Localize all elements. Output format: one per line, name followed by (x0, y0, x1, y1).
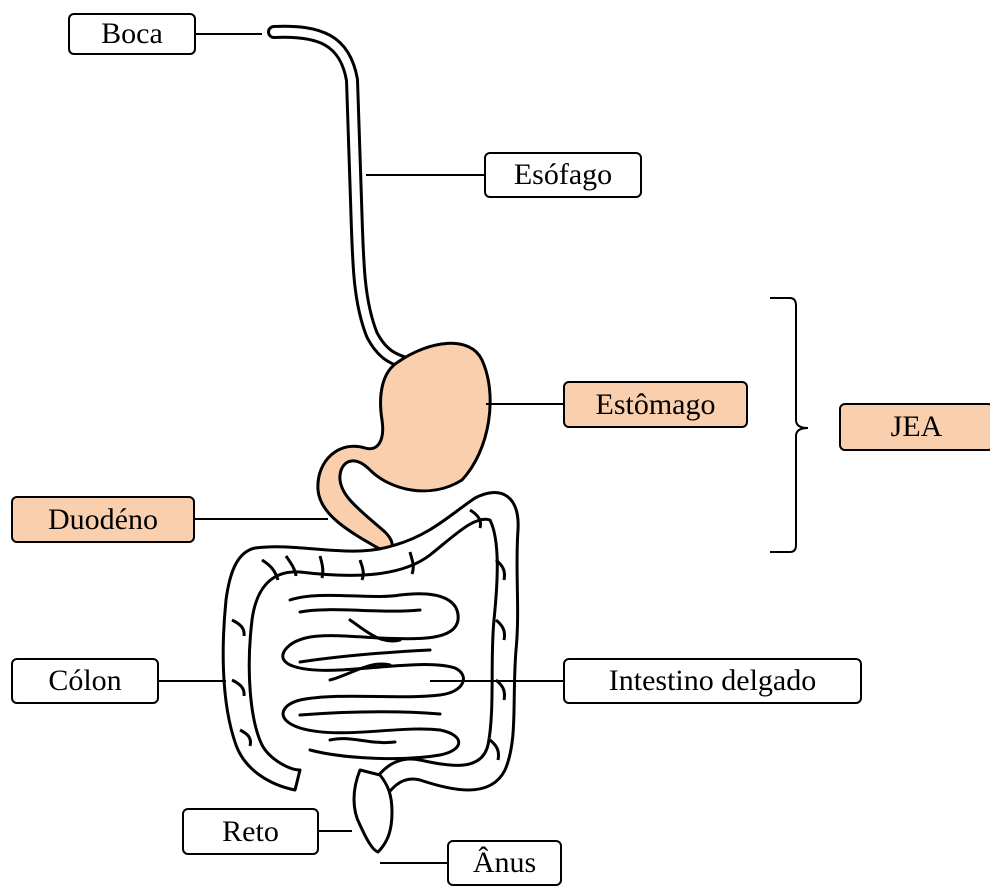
label-jea: JEA (839, 403, 990, 451)
label-intestino-delgado: Intestino delgado (563, 658, 862, 704)
esophagus-shape (274, 32, 410, 365)
label-anus: Ânus (447, 840, 562, 886)
rectum-shape (354, 770, 392, 852)
label-reto: Reto (182, 808, 319, 855)
label-esofago: Esófago (484, 152, 642, 198)
jea-bracket (770, 298, 808, 552)
label-boca: Boca (68, 13, 196, 55)
label-estomago: Estômago (563, 381, 748, 428)
label-duodeno: Duodéno (11, 496, 195, 543)
label-colon: Cólon (11, 658, 159, 704)
small-intestine-shape (283, 594, 464, 759)
